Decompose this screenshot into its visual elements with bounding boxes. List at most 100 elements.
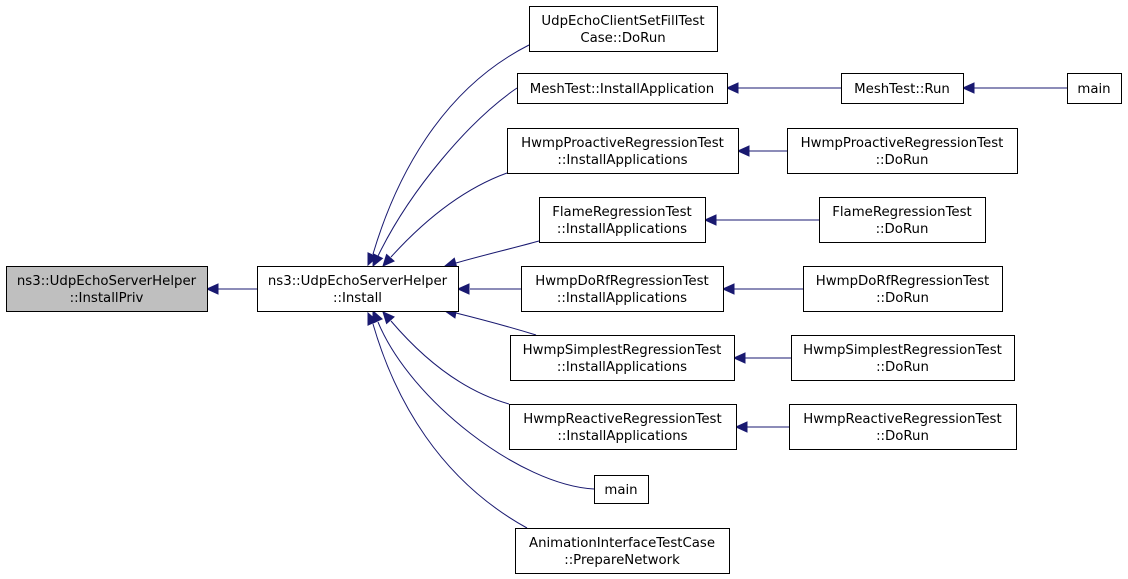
edge-hsimp-to-install xyxy=(443,307,537,336)
edge-line xyxy=(377,321,595,490)
node-main2[interactable]: main xyxy=(594,475,649,504)
node-box xyxy=(529,6,718,52)
node-anim[interactable]: AnimationInterfaceTestCase::PrepareNetwo… xyxy=(515,528,730,574)
node-label: ::InstallApplications xyxy=(557,360,687,375)
edge-hsimprun-to-hsimp xyxy=(732,352,791,364)
arrowhead xyxy=(367,311,379,326)
node-label: HwmpSimplestRegressionTest xyxy=(803,343,1002,358)
node-label: ::DoRun xyxy=(876,291,929,306)
arrowhead xyxy=(732,352,746,364)
edge-anim-to-install xyxy=(367,311,528,529)
node-box xyxy=(791,335,1015,381)
node-label: ::PrepareNetwork xyxy=(564,553,680,568)
node-box xyxy=(594,475,649,504)
node-label: ::InstallApplications xyxy=(557,429,687,444)
node-box xyxy=(257,266,459,312)
node-label: HwmpReactiveRegressionTest xyxy=(523,412,721,427)
edge-line xyxy=(372,323,528,529)
node-label: ::DoRun xyxy=(876,360,929,375)
edge-flamerun-to-flame xyxy=(703,214,819,226)
node-meshrun[interactable]: MeshTest::Run xyxy=(841,73,964,104)
edge-hpro-to-install xyxy=(382,172,508,267)
node-label: ::DoRun xyxy=(876,429,929,444)
arrowhead xyxy=(382,253,395,267)
node-label: HwmpSimplestRegressionTest xyxy=(523,343,722,358)
arrowhead xyxy=(382,311,395,325)
node-label: MeshTest::Run xyxy=(854,82,950,97)
node-label: HwmpDoRfRegressionTest xyxy=(816,274,989,289)
edge-meshinstall-to-install xyxy=(372,87,518,268)
node-install[interactable]: ns3::UdpEchoServerHelper::Install xyxy=(257,266,459,312)
edge-hprorun-to-hpro xyxy=(736,145,787,157)
edge-line xyxy=(390,320,510,405)
edge-flame-to-install xyxy=(443,240,540,269)
node-label: ::Install xyxy=(333,291,382,306)
node-hdorfrun[interactable]: HwmpDoRfRegressionTest::DoRun xyxy=(803,266,1003,312)
arrowhead xyxy=(734,421,748,433)
node-box xyxy=(507,128,739,174)
node-label: main xyxy=(1077,82,1110,97)
node-label: FlameRegressionTest xyxy=(832,205,972,220)
node-box xyxy=(789,404,1017,450)
node-label: ::DoRun xyxy=(876,222,929,237)
node-main1[interactable]: main xyxy=(1067,73,1122,104)
node-label: ::InstallApplications xyxy=(557,222,687,237)
arrowhead xyxy=(725,82,739,94)
edge-main1-to-meshrun xyxy=(961,82,1067,94)
arrowhead xyxy=(205,283,219,295)
arrowhead xyxy=(736,145,750,157)
edge-line xyxy=(377,87,518,257)
node-meshinstall[interactable]: MeshTest::InstallApplication xyxy=(517,73,728,104)
arrowhead xyxy=(703,214,717,226)
node-label: HwmpReactiveRegressionTest xyxy=(803,412,1001,427)
node-flame[interactable]: FlameRegressionTest::InstallApplications xyxy=(539,197,706,243)
node-label: ::InstallPriv xyxy=(70,291,144,306)
arrowhead xyxy=(367,252,379,267)
edges-layer xyxy=(205,44,1067,529)
node-hsimprun[interactable]: HwmpSimplestRegressionTest::DoRun xyxy=(791,335,1015,381)
node-box xyxy=(517,73,728,104)
node-box xyxy=(1067,73,1122,104)
node-box xyxy=(841,73,964,104)
node-label: UdpEchoClientSetFillTest xyxy=(541,14,704,29)
edge-hdorf-to-install xyxy=(456,283,521,295)
edge-meshrun-to-meshinstall xyxy=(725,82,841,94)
edge-udpfill-to-install xyxy=(367,44,530,267)
node-label: HwmpProactiveRegressionTest xyxy=(801,136,1004,151)
node-label: ::InstallApplications xyxy=(557,291,687,306)
node-root[interactable]: ns3::UdpEchoServerHelper::InstallPriv xyxy=(6,266,208,312)
node-box xyxy=(803,266,1003,312)
node-box xyxy=(509,404,737,450)
edge-line xyxy=(455,240,540,264)
node-box xyxy=(515,528,730,574)
node-label: ::DoRun xyxy=(876,153,929,168)
node-label: ns3::UdpEchoServerHelper xyxy=(268,274,448,289)
edge-hdorfrun-to-hdorf xyxy=(721,283,803,295)
node-hdorf[interactable]: HwmpDoRfRegressionTest::InstallApplicati… xyxy=(521,266,724,312)
arrowhead xyxy=(372,253,384,268)
node-hsimp[interactable]: HwmpSimplestRegressionTest::InstallAppli… xyxy=(510,335,735,381)
node-box xyxy=(819,197,986,243)
node-label: MeshTest::InstallApplication xyxy=(530,82,714,97)
node-label: FlameRegressionTest xyxy=(552,205,692,220)
edge-install-to-root xyxy=(205,283,257,295)
edge-line xyxy=(390,172,508,258)
node-flamerun[interactable]: FlameRegressionTest::DoRun xyxy=(819,197,986,243)
node-hreact[interactable]: HwmpReactiveRegressionTest::InstallAppli… xyxy=(509,404,737,450)
arrowhead xyxy=(456,283,470,295)
node-hpro[interactable]: HwmpProactiveRegressionTest::InstallAppl… xyxy=(507,128,739,174)
edge-hreact-to-install xyxy=(382,311,510,405)
node-box xyxy=(539,197,706,243)
node-hreactrun[interactable]: HwmpReactiveRegressionTest::DoRun xyxy=(789,404,1017,450)
node-hprorun[interactable]: HwmpProactiveRegressionTest::DoRun xyxy=(787,128,1018,174)
edge-line xyxy=(455,312,537,336)
node-label: AnimationInterfaceTestCase xyxy=(529,536,715,551)
nodes-layer: ns3::UdpEchoServerHelper::InstallPrivns3… xyxy=(6,6,1122,574)
node-box xyxy=(6,266,208,312)
node-box xyxy=(521,266,724,312)
arrowhead xyxy=(721,283,735,295)
node-label: HwmpProactiveRegressionTest xyxy=(521,136,724,151)
node-box xyxy=(510,335,735,381)
node-label: ::InstallApplications xyxy=(557,153,687,168)
